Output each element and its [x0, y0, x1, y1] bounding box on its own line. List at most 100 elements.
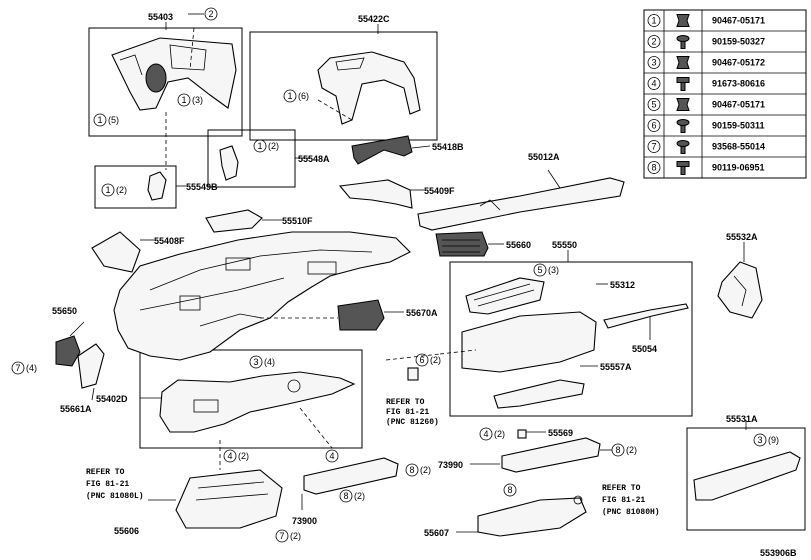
- screw-icon: [676, 35, 690, 49]
- refer-note-81260: REFER TO FIG 81-21 (PNC 81260): [386, 367, 439, 427]
- panel-55409F-shape: [338, 179, 413, 209]
- svg-text:(2): (2): [626, 445, 637, 455]
- pin-55569-shape: [517, 429, 527, 439]
- svg-text:1: 1: [287, 91, 292, 101]
- svg-text:1: 1: [257, 141, 262, 151]
- callout-3-9-pad: 3 (9): [753, 433, 779, 447]
- svg-text:(2): (2): [238, 451, 249, 461]
- svg-text:1: 1: [181, 95, 186, 105]
- svg-text:(PNC 81260): (PNC 81260): [386, 418, 439, 427]
- callout-6-2-screw: 6 (2): [415, 353, 441, 367]
- bracket-73900-shape: [303, 457, 399, 495]
- box-55548A: [207, 129, 296, 188]
- svg-text:8: 8: [615, 445, 620, 455]
- cover-55422C-shape: [317, 51, 421, 125]
- legend-part-number: 90467-05172: [712, 58, 765, 68]
- svg-text:4: 4: [483, 429, 488, 439]
- svg-text:(9): (9): [768, 435, 779, 445]
- svg-text:FIG 81-21: FIG 81-21: [86, 480, 129, 489]
- svg-text:(2): (2): [290, 531, 301, 541]
- door-55312-shape: [465, 277, 545, 315]
- label-55312: 55312: [610, 280, 635, 290]
- label-55408F: 55408F: [154, 236, 185, 246]
- vent-55650-shape: [55, 335, 81, 367]
- callout-5-3-door: 5 (3): [533, 263, 559, 277]
- screw-icon: [676, 119, 690, 133]
- label-55402D: 55402D: [96, 394, 128, 404]
- svg-text:(5): (5): [108, 115, 119, 125]
- callout-7-4-vent: 7 (4): [11, 361, 37, 375]
- label-73900: 73900: [292, 516, 317, 526]
- svg-text:4: 4: [329, 451, 334, 461]
- cluster-vent-shape: [145, 63, 167, 93]
- vent-55670A-shape: [337, 299, 385, 331]
- svg-text:REFER TO: REFER TO: [602, 484, 641, 493]
- callout-1-2-bracket-a: 1 (2): [253, 139, 279, 153]
- legend-number: 8: [651, 163, 656, 173]
- label-55569: 55569: [548, 428, 573, 438]
- panel-55408F-shape: [91, 231, 141, 273]
- svg-text:5: 5: [537, 265, 542, 275]
- callout-3-4-lower: 3 (4): [249, 355, 275, 369]
- bolt-icon: [676, 161, 690, 175]
- svg-text:(2): (2): [494, 429, 505, 439]
- label-55510F: 55510F: [282, 216, 313, 226]
- callout-4-2-lower: 4 (2): [223, 449, 249, 463]
- lower-panel-55402D-shape: [159, 371, 356, 433]
- legend-part-number: 90467-05171: [712, 100, 765, 110]
- legend-number: 4: [651, 79, 656, 89]
- label-55660: 55660: [506, 240, 531, 250]
- callout-8-2-bracket-73900-b: 8 (2): [339, 489, 365, 503]
- label-55422C: 55422C: [358, 14, 390, 24]
- box-55549B: [94, 165, 177, 209]
- callout-4-lower-right: 4: [325, 449, 339, 463]
- label-55054: 55054: [632, 344, 657, 354]
- box-55402D: [139, 349, 363, 449]
- svg-text:1: 1: [105, 185, 110, 195]
- label-55650: 55650: [52, 306, 77, 316]
- svg-text:7: 7: [279, 531, 284, 541]
- label-55418B: 55418B: [432, 142, 464, 152]
- screw-icon: [676, 140, 690, 154]
- svg-text:(2): (2): [354, 491, 365, 501]
- legend-part-number: 90467-05171: [712, 16, 765, 26]
- label-55409F: 55409F: [424, 186, 455, 196]
- pad-55531A-shape: [693, 451, 801, 501]
- svg-text:(3): (3): [548, 265, 559, 275]
- pad-55012A-shape: [417, 177, 625, 231]
- box-55422C: [249, 31, 438, 141]
- box-55510F-shape: [205, 209, 263, 233]
- legend-part-number: 91673-80616: [712, 79, 765, 89]
- label-55606: 55606: [114, 526, 139, 536]
- bracket-73990-shape: [501, 437, 601, 473]
- callout-7-2-undercover: 7 (2): [275, 529, 301, 543]
- panel-55661A-shape: [77, 343, 105, 389]
- callout-1-5-cluster: 1 (5): [93, 113, 119, 127]
- undercover-55607-shape: [477, 497, 587, 537]
- svg-text:FIG 81-21: FIG 81-21: [386, 408, 429, 417]
- dashboard-55402D-shape: [113, 231, 411, 361]
- svg-text:(4): (4): [26, 363, 37, 373]
- diagram-id-code: 553906B: [760, 548, 797, 558]
- svg-text:6: 6: [419, 355, 424, 365]
- label-73990: 73990: [438, 460, 463, 470]
- label-55532A: 55532A: [726, 232, 758, 242]
- svg-text:(3): (3): [192, 95, 203, 105]
- svg-text:(2): (2): [430, 355, 441, 365]
- legend-number: 7: [651, 142, 656, 152]
- callout-1-6-cover: 1 (6): [283, 89, 309, 103]
- clip-icon: [676, 14, 690, 27]
- svg-text:4: 4: [227, 451, 232, 461]
- bracket-55548A-shape: [219, 145, 239, 181]
- svg-text:1: 1: [97, 115, 102, 125]
- svg-text:(2): (2): [268, 141, 279, 151]
- callout-8-undercover: 8: [503, 483, 517, 497]
